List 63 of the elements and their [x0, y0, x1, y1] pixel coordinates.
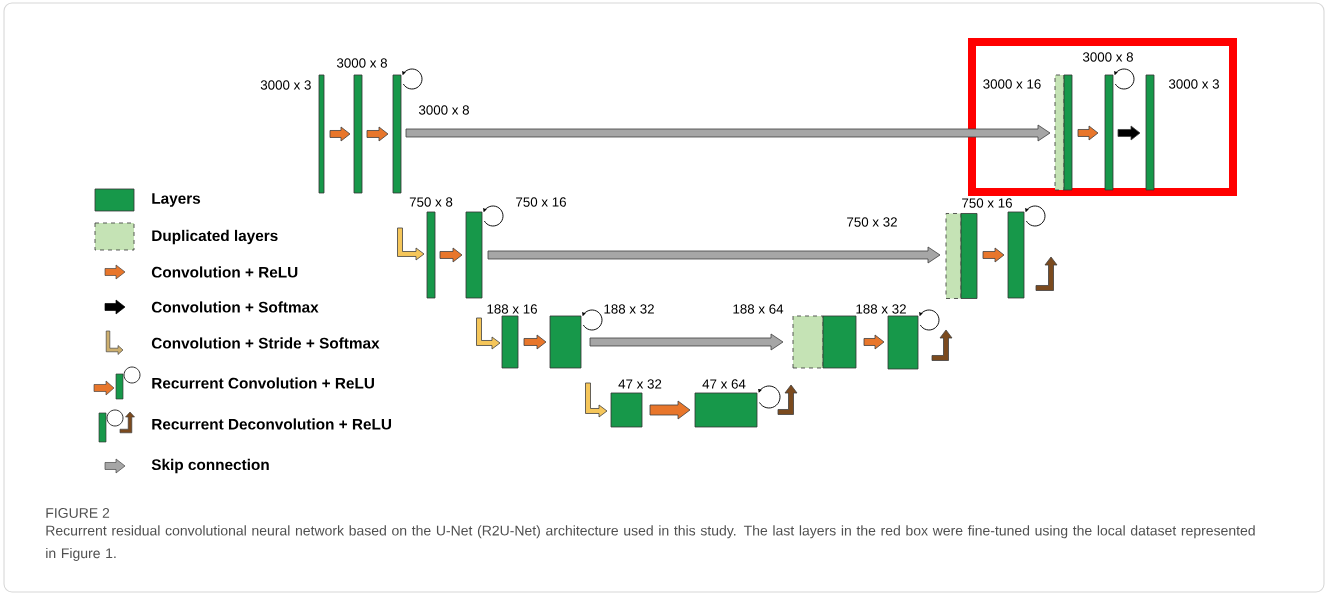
- legend-label: Convolution + Stride + Softmax: [151, 337, 380, 349]
- arrow: [863, 334, 885, 350]
- size-label: 188 x 32: [604, 304, 654, 314]
- arrow: [366, 126, 389, 142]
- layer-bar: [1145, 74, 1155, 191]
- arrow: [931, 329, 953, 361]
- legend-label: Layers: [152, 193, 201, 207]
- duplicated-layer-bar: [1054, 74, 1065, 191]
- figure-label: FIGURE 2: [46, 508, 110, 518]
- duplicated-layer-bar: [792, 315, 824, 369]
- highlight-frame: [968, 38, 1237, 196]
- legend-label: Convolution + ReLU: [151, 266, 298, 278]
- arrow: [397, 227, 425, 261]
- layer-bar: [1063, 74, 1073, 191]
- arrow: [329, 126, 351, 142]
- caption: Recurrent residual convolutional neural network based on the U-Net (R2U-Net) architecture used in this study. The last layers in the red box were fine-tuned using the local dataset represented in Figure 1.: [46, 525, 1255, 561]
- layer-bar: [610, 392, 643, 428]
- size-label: 750 x 32: [847, 217, 897, 227]
- arrow: [1077, 125, 1099, 141]
- size-label: 3000 x 3: [260, 80, 311, 90]
- arrow: [1035, 256, 1058, 291]
- legend-label: Skip connection: [151, 458, 269, 474]
- arrow: [589, 333, 784, 351]
- arrow: [649, 400, 691, 420]
- size-label: 47 x 32: [618, 379, 662, 389]
- layer-bar: [501, 315, 519, 369]
- layer-bar: [392, 74, 402, 194]
- layer-bar: [887, 315, 919, 370]
- arrow: [777, 384, 798, 415]
- arrow: [1117, 125, 1141, 141]
- legend-label: Duplicated layers: [152, 229, 278, 245]
- layer-bar: [549, 315, 582, 369]
- layer-bar: [426, 211, 436, 299]
- size-label: 3000 x 3: [1168, 79, 1219, 89]
- arrow: [476, 317, 501, 350]
- size-label: 188 x 16: [487, 304, 537, 314]
- layer-bar: [1007, 211, 1025, 299]
- size-label: 47 x 64: [702, 379, 746, 389]
- layer-bar: [353, 74, 363, 194]
- layer-bar: [465, 211, 483, 299]
- layer-bar: [694, 392, 758, 428]
- size-label: 750 x 8: [409, 197, 453, 207]
- size-label: 3000 x 8: [1082, 52, 1133, 62]
- layer-bar: [318, 74, 325, 194]
- arrow: [982, 247, 1005, 263]
- legend-label: Recurrent Deconvolution + ReLU: [152, 418, 391, 430]
- size-label: 750 x 16: [516, 197, 566, 207]
- layer-bar: [1104, 74, 1114, 191]
- size-label: 3000 x 16: [983, 79, 1041, 89]
- size-label: 3000 x 8: [336, 58, 387, 68]
- size-label: 750 x 16: [962, 198, 1012, 208]
- size-label: 188 x 64: [733, 304, 784, 314]
- layer-bar: [822, 315, 857, 369]
- legend-label: Convolution + Softmax: [151, 301, 319, 313]
- legend-label: Recurrent Convolution + ReLU: [152, 377, 374, 389]
- size-label: 3000 x 8: [418, 105, 469, 115]
- arrow: [405, 124, 1051, 142]
- arrow: [585, 382, 608, 418]
- size-label: 188 x 32: [856, 304, 906, 314]
- arrow: [523, 334, 547, 350]
- arrow: [439, 247, 463, 263]
- arrow: [487, 246, 941, 264]
- layer-bar: [960, 213, 978, 299]
